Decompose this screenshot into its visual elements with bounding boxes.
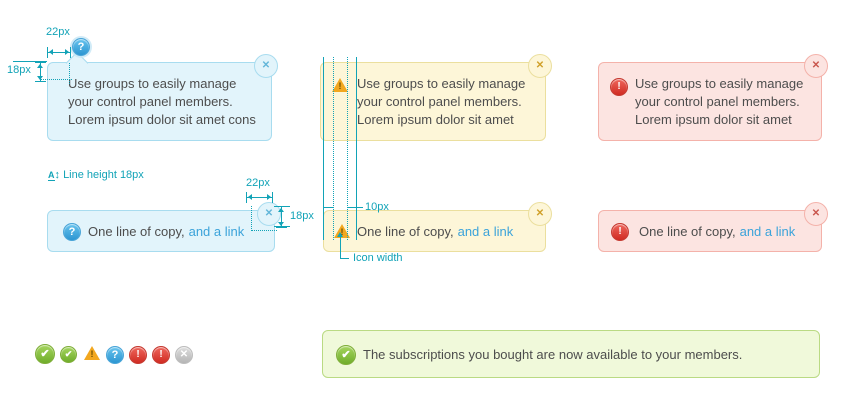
alert-text: The subscriptions you bought are now ava…	[363, 331, 742, 377]
updown-arrow-icon: ↕	[54, 169, 61, 181]
error-icon: !	[129, 346, 147, 364]
alert-text-copy: One line of copy,	[88, 223, 185, 239]
dim-label-close-width: 22px	[246, 177, 270, 189]
close-button[interactable]: ✕	[804, 54, 828, 78]
dim-tick	[274, 226, 290, 227]
alert-text-line: Use groups to easily manage	[68, 76, 237, 91]
guide-dotted	[251, 206, 252, 231]
alert-text: One line of copy, and a link	[639, 211, 795, 251]
alert-error-oneline: ✕ ! One line of copy, and a link	[598, 202, 828, 252]
alert-text: One line of copy, and a link	[357, 211, 513, 251]
guide-dotted	[69, 63, 70, 84]
guide-dotted	[41, 79, 72, 80]
dim-label-close-height: 18px	[290, 210, 314, 222]
alert-text: One line of copy, and a link	[88, 211, 244, 251]
guide-solid	[323, 57, 324, 240]
line-height-note: A↕ Line height 18px	[48, 169, 144, 181]
dim-line-close-height	[276, 206, 287, 228]
dim-line-text-top	[35, 62, 46, 82]
success-icon-small: ✔	[60, 346, 77, 363]
alert-link[interactable]: and a link	[739, 223, 796, 239]
alert-warning-multiline: ✕ ! Use groups to easily manage your con…	[320, 54, 552, 141]
dim-tick	[13, 61, 47, 62]
error-icon: !	[610, 78, 628, 96]
alert-text-copy: One line of copy,	[639, 223, 736, 239]
alert-text-line: Lorem ipsum dolor sit amet	[357, 112, 514, 127]
alert-text-line: Lorem ipsum dolor sit amet	[635, 112, 792, 127]
alert-text-copy: One line of copy,	[357, 223, 454, 239]
guide-dotted	[251, 230, 277, 231]
question-icon: ?	[63, 223, 81, 241]
alert-success-bar: ✔ The subscriptions you bought are now a…	[322, 330, 820, 378]
alert-link[interactable]: and a link	[188, 223, 245, 239]
guide-dotted	[347, 57, 348, 240]
alert-text: Use groups to easily manage your control…	[635, 75, 803, 129]
dim-line-notch-offset	[47, 47, 71, 58]
dim-label-notch-offset: 22px	[46, 26, 70, 38]
alert-link[interactable]: and a link	[457, 223, 514, 239]
warning-icon: !	[84, 346, 100, 360]
alert-text-line: Use groups to easily manage	[357, 76, 526, 91]
guide-solid	[356, 57, 357, 240]
dim-label-text-top: 18px	[7, 64, 31, 76]
error-icon: !	[152, 346, 170, 364]
alert-text-line: your control panel members.	[357, 94, 522, 109]
question-icon: ?	[106, 346, 124, 364]
pointer-line	[340, 258, 349, 259]
success-icon: ✔	[336, 345, 356, 365]
close-button[interactable]: ✕	[254, 54, 278, 78]
alert-text-copy: The subscriptions you bought are now ava…	[363, 346, 743, 362]
dim-label-icon-gap: 10px	[365, 201, 389, 213]
line-height-icon: A	[48, 170, 55, 181]
dim-tick	[347, 207, 356, 208]
dim-label-icon-width: Icon width	[353, 252, 403, 264]
alert-text: Use groups to easily manage your control…	[357, 75, 525, 129]
close-gray-icon: ✕	[175, 346, 193, 364]
dim-tick	[356, 207, 363, 208]
alert-warning-oneline: ✕ ! One line of copy, and a link	[323, 202, 552, 252]
warning-icon: !	[332, 78, 348, 92]
alert-text: Use groups to easily manage your control…	[68, 75, 256, 129]
pointer-line	[340, 236, 341, 258]
success-icon: ✔	[35, 344, 55, 364]
alert-text-line: Lorem ipsum dolor sit amet cons	[68, 112, 256, 127]
pointer-arrow-icon	[337, 232, 343, 237]
alert-info-multiline: ? ✕ Use groups to easily manage your con…	[47, 38, 278, 141]
close-button[interactable]: ✕	[528, 54, 552, 78]
alert-text-line: Use groups to easily manage	[635, 76, 804, 91]
alert-text-line: your control panel members.	[635, 94, 800, 109]
dim-tick	[323, 207, 333, 208]
guide-dotted	[333, 57, 334, 240]
error-icon: !	[611, 223, 629, 241]
alert-text-line: your control panel members.	[68, 94, 233, 109]
question-icon: ?	[72, 38, 90, 56]
close-button[interactable]: ✕	[528, 202, 552, 226]
close-button[interactable]: ✕	[804, 202, 828, 226]
line-height-label: Line height 18px	[63, 169, 144, 181]
alert-info-oneline: ✕ ? One line of copy, and a link	[47, 202, 281, 252]
alert-error-multiline: ✕ ! Use groups to easily manage your con…	[598, 54, 828, 141]
dim-line-close-width	[246, 192, 273, 203]
